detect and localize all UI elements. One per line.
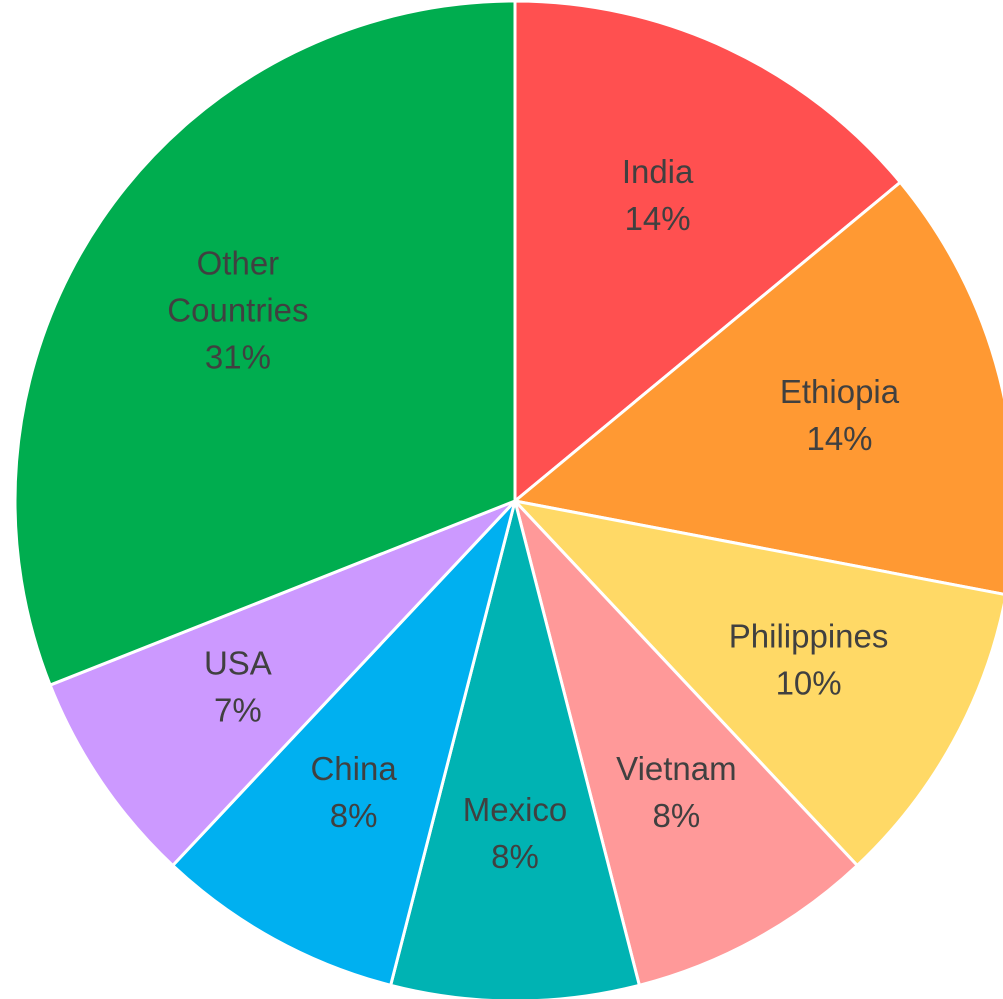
pie-slice-ethiopia [513, 180, 1003, 596]
pie-slice-india [513, 0, 902, 503]
slice-value-label: 7% [214, 692, 262, 729]
pie-slice-other-countries [13, 0, 517, 687]
slice-value-label: 8% [491, 838, 539, 875]
pie-labels: India 14% Ethiopia 14% Philippines 10% Vietnam… [167, 153, 899, 875]
pie-slice-china [171, 499, 517, 987]
slice-category-label: Countries [167, 291, 308, 328]
slice-category-label: Philippines [729, 618, 889, 655]
data-label-mexico: Mexico 8% [463, 791, 568, 875]
slice-category-label: USA [204, 645, 272, 682]
data-label-philippines: Philippines 10% [729, 618, 889, 702]
data-label-ethiopia: Ethiopia 14% [780, 373, 900, 457]
pie-slice-vietnam [513, 499, 859, 987]
slice-value-label: 14% [806, 420, 872, 457]
slice-value-label: 8% [330, 797, 378, 834]
slice-value-label: 14% [625, 200, 691, 237]
slice-category-label: China [310, 750, 397, 787]
data-label-china: China 8% [310, 750, 397, 834]
slice-category-label: Ethiopia [780, 373, 900, 410]
slice-category-label: Vietnam [616, 750, 736, 787]
data-label-vietnam: Vietnam 8% [616, 750, 736, 834]
slice-category-label: Other [197, 244, 280, 281]
slice-value-label: 8% [653, 797, 701, 834]
slice-category-label: India [622, 153, 694, 190]
slice-value-label: 31% [205, 338, 271, 375]
data-label-usa: USA 7% [204, 645, 272, 729]
slice-category-label: Mexico [463, 791, 568, 828]
pie-slices [13, 0, 1003, 999]
pie-slice-usa [48, 499, 517, 867]
slice-value-label: 10% [776, 665, 842, 702]
data-label-india: India 14% [622, 153, 694, 237]
pie-slice-mexico [389, 499, 641, 999]
pie-slice-philippines [513, 499, 1003, 867]
